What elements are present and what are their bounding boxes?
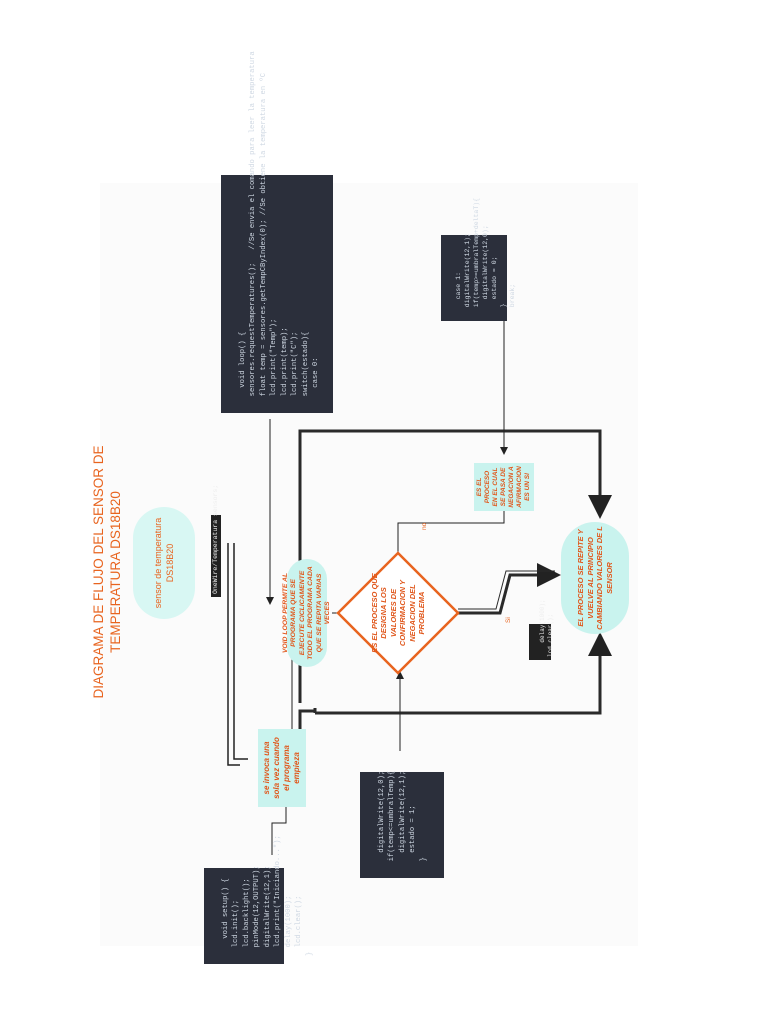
case-si-code-text: digitalWrite(12,0); if(temp<=umbralTemp)… — [377, 770, 428, 862]
edge-label-no: no — [421, 516, 429, 530]
no-branch-box: ES EL PROCESO EN EL CUAL SE PASA DE NEGA… — [474, 463, 534, 511]
title-line-2: TEMPERATURA DS18B20 — [108, 491, 123, 653]
loop-description-node: VOID LOOP PERMITE AL PROGRAMA QUE SE EJE… — [282, 559, 331, 667]
loop-code-block: void loop() { sensores.requestTemperatur… — [221, 51, 333, 413]
edge-label-si-text: Si — [505, 617, 512, 623]
setup-description-label: se invoca una sola vez cuando el program… — [262, 737, 301, 799]
edge-label-si: Si — [505, 603, 513, 623]
sensor-tag-label: OneWire/Temperatura sensors; — [212, 484, 219, 594]
title-line-1: DIAGRAMA DE FLUJO DEL SENSOR DE — [91, 445, 106, 699]
end-node: EL PROCESO SE REPITE Y VUELVE AL PRINCIP… — [561, 522, 629, 634]
setup-description-box: se invoca una sola vez cuando el program… — [258, 729, 306, 807]
diagram-title: DIAGRAMA DE FLUJO DEL SENSOR DE TEMPERAT… — [90, 412, 134, 732]
edge-label-no-text: no — [421, 522, 428, 530]
delay-tag: delay(1000); lcd.clear(); — [529, 599, 554, 660]
no-branch-label: ES EL PROCESO EN EL CUAL SE PASA DE NEGA… — [476, 466, 531, 508]
decision-label: ES EL PROCESO QUE DESIGNA LOS VALORES DE… — [369, 573, 427, 653]
loop-description-label: VOID LOOP PERMITE AL PROGRAMA QUE SE EJE… — [281, 566, 332, 660]
sensor-tag: OneWire/Temperatura sensors; — [211, 485, 221, 597]
diagram-canvas: DIAGRAMA DE FLUJO DEL SENSOR DE TEMPERAT… — [91, 51, 638, 964]
start-node: sensor de temperatura DS18B20 — [133, 507, 195, 619]
loop-code-text: void loop() { sensores.requestTemperatur… — [238, 51, 321, 397]
decision-diamond-shape — [336, 551, 460, 675]
start-node-label: sensor de temperatura DS18B20 — [153, 517, 175, 609]
case-no-code-block: case 1: digitalWrite(12,1); if(temp>=umb… — [441, 198, 516, 321]
end-node-label: EL PROCESO SE REPITE Y VUELVE AL PRINCIP… — [576, 526, 614, 630]
case-si-code-block: digitalWrite(12,0); if(temp<=umbralTemp)… — [360, 770, 444, 878]
decision-node: ES EL PROCESO QUE DESIGNA LOS VALORES DE… — [370, 573, 427, 653]
connector-lines — [227, 305, 612, 855]
setup-code-block: void setup() { lcd.init(); lcd.backlight… — [204, 835, 314, 964]
